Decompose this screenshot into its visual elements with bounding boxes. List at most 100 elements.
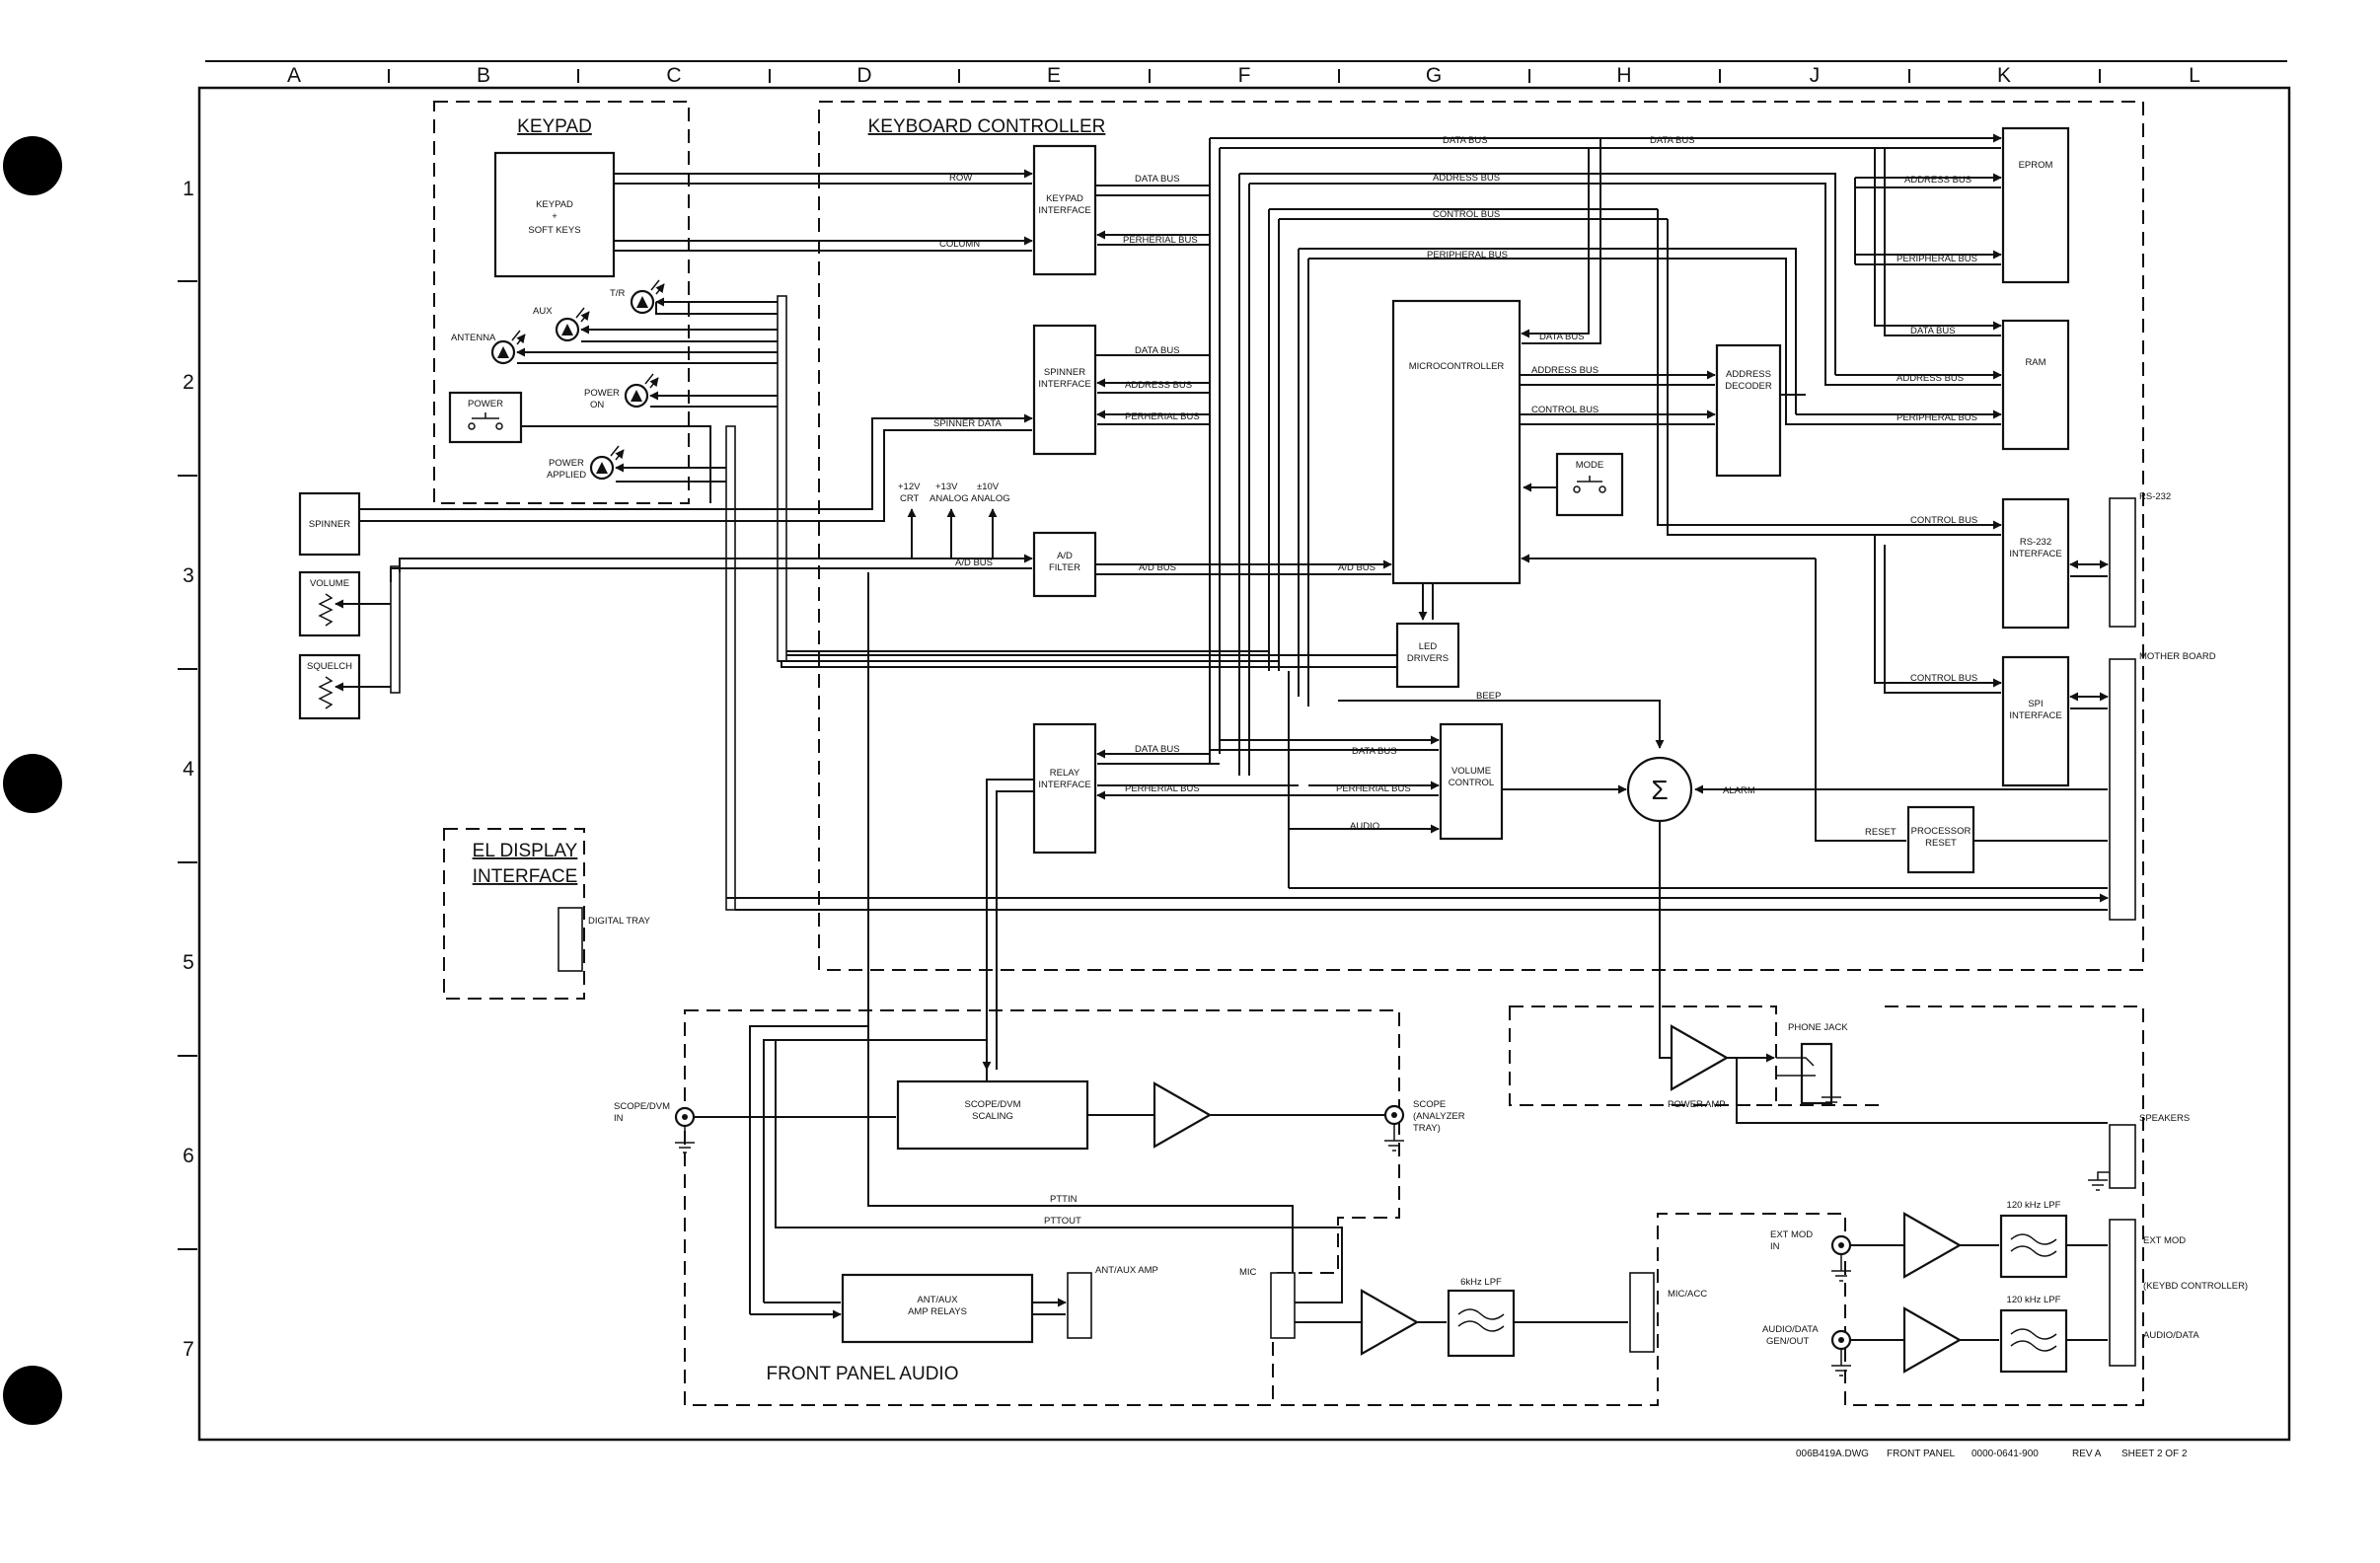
label-blocks-spinner: SPINNER — [309, 519, 350, 530]
label-signals-pttout: PTTOUT — [1044, 1216, 1081, 1227]
keyboard-controller-title: KEYBOARD CONTROLLER — [868, 116, 1106, 137]
squelch-block — [298, 653, 361, 720]
column-ticks — [388, 69, 2101, 83]
label-blocks-volume-control-1: VOLUME — [1451, 766, 1491, 777]
label-signals-ad-bus: A/D BUS — [1139, 562, 1176, 573]
lpf-120khz-ext-icon — [2010, 1233, 2057, 1257]
label-blocks-rs232-interface-1: RS-232 — [2020, 537, 2051, 548]
label-connectors-scope-analyzer-3: TRAY) — [1413, 1123, 1441, 1134]
footer-title: FRONT PANEL — [1887, 1449, 1956, 1459]
mic-amp-icon — [1360, 1289, 1420, 1356]
label-signals-column: COLUMN — [939, 239, 980, 250]
label-indicators-power-on-1: POWER — [584, 388, 620, 399]
label-signals-data-bus: DATA BUS — [1135, 744, 1180, 755]
label-blocks-microcontroller: MICROCONTROLLER — [1409, 361, 1505, 372]
keypad-title: KEYPAD — [517, 116, 592, 137]
label-blocks-spinner-interface-2: INTERFACE — [1038, 379, 1090, 390]
label-connectors-ext-mod-in-2: IN — [1770, 1241, 1780, 1252]
label-signals-data-bus: DATA BUS — [1443, 135, 1488, 146]
label-signals-v13-2: ANALOG — [930, 493, 969, 504]
col-l: L — [2189, 64, 2200, 87]
label-signals-address-bus: ADDRESS BUS — [1904, 175, 1971, 186]
label-signals-control-bus: CONTROL BUS — [1433, 209, 1500, 220]
power-bus-bar — [725, 425, 736, 911]
label-signals-v13-1: +13V — [935, 482, 958, 492]
mode-switch-icon — [1573, 476, 1606, 493]
rs232-connector — [2109, 497, 2136, 628]
label-blocks-lpf-120-1: 120 kHz LPF — [2007, 1200, 2061, 1211]
led-aux-icon — [555, 308, 589, 342]
row-7: 7 — [183, 1338, 194, 1361]
label-signals-control-bus: CONTROL BUS — [1910, 673, 1977, 684]
label-signals-ant-aux-amp: ANT/AUX AMP — [1095, 1265, 1158, 1276]
footer-rev: REV A — [2072, 1449, 2102, 1459]
col-a: A — [287, 64, 301, 87]
label-blocks-relay-interface-2: INTERFACE — [1038, 780, 1090, 790]
label-signals-data-bus: DATA BUS — [1910, 326, 1956, 336]
mother-board-connector — [2109, 658, 2136, 921]
label-blocks-power-switch: POWER — [468, 399, 503, 409]
front-panel-audio-section — [684, 1009, 1400, 1406]
scope-amp-icon — [1153, 1081, 1213, 1149]
label-signals-control-bus: CONTROL BUS — [1910, 515, 1977, 526]
label-signals-perherial-bus: PERHERIAL BUS — [1125, 783, 1200, 794]
summing-sigma-icon: Σ — [1651, 775, 1668, 805]
binder-hole-middle — [3, 754, 62, 813]
label-blocks-lpf-120-2: 120 kHz LPF — [2007, 1295, 2061, 1305]
label-connectors-audio-data-1: AUDIO/DATA — [1762, 1324, 1819, 1335]
row-2: 2 — [183, 371, 194, 394]
front-panel-audio-title: FRONT PANEL AUDIO — [767, 1364, 959, 1384]
label-connectors-keybd-controller: (KEYBD CONTROLLER) — [2143, 1281, 2248, 1292]
label-connectors-scope-dvm-in-1: SCOPE/DVM — [614, 1101, 670, 1112]
volume-control-block — [1439, 722, 1504, 841]
label-connectors-power-amp: POWER AMP — [1668, 1099, 1726, 1110]
col-e: E — [1047, 64, 1061, 87]
label-signals-v10-2: ANALOG — [971, 493, 1010, 504]
scope-dvm-scaling-block — [896, 1079, 1089, 1151]
label-blocks-keypad-softkeys-2: + — [552, 211, 558, 222]
label-signals-perherial-bus: PERHERIAL BUS — [1336, 783, 1411, 794]
label-signals-peripheral-bus: PERIPHERAL BUS — [1897, 412, 1977, 423]
address-decoder-block — [1715, 343, 1782, 478]
label-signals-reset: RESET — [1865, 827, 1897, 838]
label-signals-data-bus: DATA BUS — [1650, 135, 1695, 146]
label-blocks-ram: RAM — [2025, 357, 2045, 368]
label-blocks-squelch: SQUELCH — [307, 661, 352, 672]
label-signals-spinner-data: SPINNER DATA — [933, 418, 1002, 429]
mode-switch-block — [1555, 452, 1624, 517]
label-connectors-scope-dvm-in-2: IN — [614, 1113, 624, 1124]
label-signals-address-bus: ADDRESS BUS — [1897, 373, 1964, 384]
label-indicators-tr: T/R — [610, 288, 625, 299]
label-blocks-led-drivers-2: DRIVERS — [1407, 653, 1449, 664]
label-signals-data-bus: DATA BUS — [1539, 332, 1585, 342]
lpf-6khz-icon — [1457, 1308, 1505, 1332]
label-signals-pttin: PTTIN — [1050, 1194, 1078, 1205]
spinner-interface-block — [1032, 324, 1097, 456]
label-blocks-ad-filter-2: FILTER — [1049, 562, 1080, 573]
label-connectors-scope-analyzer-2: (ANALYZER — [1413, 1111, 1465, 1122]
label-blocks-mode: MODE — [1576, 460, 1604, 471]
label-blocks-eprom: EPROM — [2019, 160, 2053, 171]
label-blocks-rs232-interface-2: INTERFACE — [2009, 549, 2061, 559]
label-signals-address-bus: ADDRESS BUS — [1531, 365, 1599, 376]
label-blocks-processor-reset-2: RESET — [1925, 838, 1957, 849]
knob-bus-bar — [390, 565, 401, 694]
label-blocks-keypad-softkeys-1: KEYPAD — [536, 199, 573, 210]
squelch-pot-icon — [318, 676, 334, 709]
label-blocks-keypad-interface-2: INTERFACE — [1038, 205, 1090, 216]
keyboard-controller-section — [818, 101, 2144, 971]
el-display-section — [443, 828, 585, 1000]
relay-interface-block — [1032, 722, 1097, 855]
mic-connector — [1270, 1272, 1296, 1339]
label-signals-ad-bus: A/D BUS — [955, 558, 993, 568]
indicator-bus-bar — [777, 295, 787, 662]
led-power-on-icon — [624, 374, 658, 409]
power-switch-icon — [468, 412, 503, 430]
row-ticks — [178, 280, 197, 1250]
speakers-connector — [2109, 1124, 2136, 1189]
el-display-title: EL DISPLAY — [473, 841, 578, 861]
label-signals-data-bus: DATA BUS — [1135, 174, 1180, 185]
volume-pot-icon — [318, 593, 334, 627]
keypad-section — [433, 101, 690, 504]
label-blocks-address-decoder-2: DECODER — [1725, 381, 1772, 392]
